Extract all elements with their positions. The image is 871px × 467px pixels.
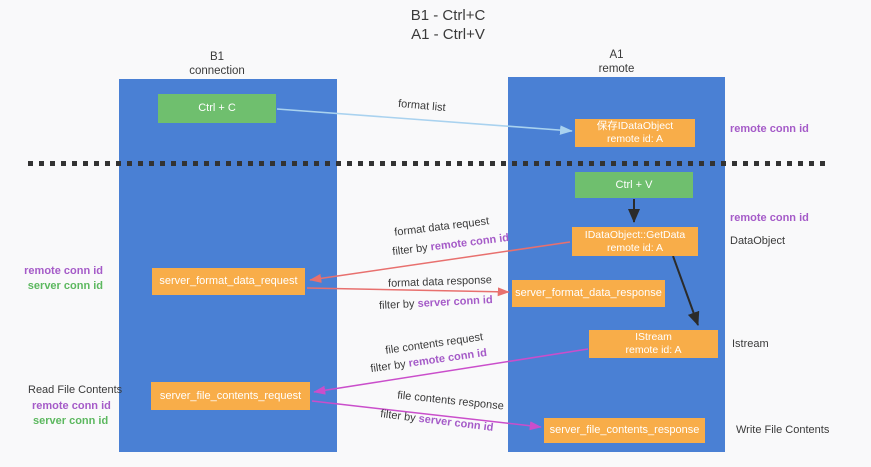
getdata-box: IDataObject::GetData remote id: A <box>572 227 698 256</box>
filter-by-text: filter by <box>379 408 417 425</box>
server-format-data-response-label: server_format_data_response <box>515 287 662 299</box>
read-file-contents-label: Read File Contents <box>28 384 123 396</box>
dataobject-label: DataObject <box>730 235 786 247</box>
diagram-title: B1 - Ctrl+C A1 - Ctrl+V <box>323 6 573 44</box>
ctrl-c-label: Ctrl + C <box>198 102 236 114</box>
server-file-contents-response-label: server_file_contents_response <box>549 424 700 436</box>
filter-by-text: filter by <box>391 241 429 259</box>
format-data-response-filter-label: filter by server conn id <box>379 294 493 312</box>
istream-box: IStream remote id: A <box>589 330 718 358</box>
server-file-contents-request-box: server_file_contents_request <box>151 382 310 410</box>
server-file-contents-response-box: server_file_contents_response <box>544 418 705 443</box>
left-remote-conn-id-top: remote conn id <box>24 265 103 277</box>
left-remote-conn-id-bottom: remote conn id <box>32 400 111 412</box>
server-format-data-response-box: server_format_data_response <box>512 280 665 307</box>
left-column-name: B1 <box>209 51 225 63</box>
getdata-line1: IDataObject::GetData <box>584 228 686 241</box>
right-remote-conn-id-mid: remote conn id <box>730 212 809 224</box>
title-line-2: A1 - Ctrl+V <box>411 26 485 43</box>
left-server-conn-id-bottom: server conn id <box>33 415 109 427</box>
stored-dataobject-line2: remote id: A <box>606 133 664 145</box>
right-column-name: A1 <box>609 49 624 61</box>
server-format-data-request-label: server_format_data_request <box>159 275 298 287</box>
istream-side-label: Istream <box>732 338 769 350</box>
remote-conn-id-text: remote conn id <box>429 231 510 254</box>
istream-line1: IStream <box>635 331 672 343</box>
filter-by-text: filter by <box>378 298 415 312</box>
format-data-response-label: format data response <box>387 274 493 290</box>
ctrl-c-box: Ctrl + C <box>158 94 276 123</box>
left-column-role: connection <box>189 64 245 77</box>
server-format-data-request-box: server_format_data_request <box>152 268 305 295</box>
right-remote-conn-id-top: remote conn id <box>730 123 809 135</box>
server-conn-id-text: server conn id <box>417 412 495 434</box>
right-column-role: remote <box>598 62 635 75</box>
istream-line2: remote id: A <box>625 344 682 356</box>
file-contents-response-label: file contents response <box>396 389 505 413</box>
ctrl-v-box: Ctrl + V <box>575 172 693 198</box>
file-contents-response-filter-label: filter by server conn id <box>380 408 494 434</box>
server-conn-id-text: server conn id <box>417 294 493 310</box>
ctrl-v-label: Ctrl + V <box>615 178 653 191</box>
left-server-conn-id-top: server conn id <box>27 280 103 292</box>
write-file-contents-label: Write File Contents <box>736 424 830 436</box>
format-list-label: format list <box>397 97 447 115</box>
title-line-1: B1 - Ctrl+C <box>410 7 486 24</box>
right-column-header: A1 remote <box>508 49 725 76</box>
filter-by-text: filter by <box>369 358 407 376</box>
getdata-line2: remote id: A <box>606 241 664 254</box>
left-column-header: B1 connection <box>108 51 326 78</box>
stored-dataobject-line1: 保存IDataObject <box>596 120 674 132</box>
server-file-contents-request-label: server_file_contents_request <box>159 389 302 402</box>
copy-paste-divider <box>28 161 830 166</box>
stored-dataobject-box: 保存IDataObject remote id: A <box>575 119 695 147</box>
